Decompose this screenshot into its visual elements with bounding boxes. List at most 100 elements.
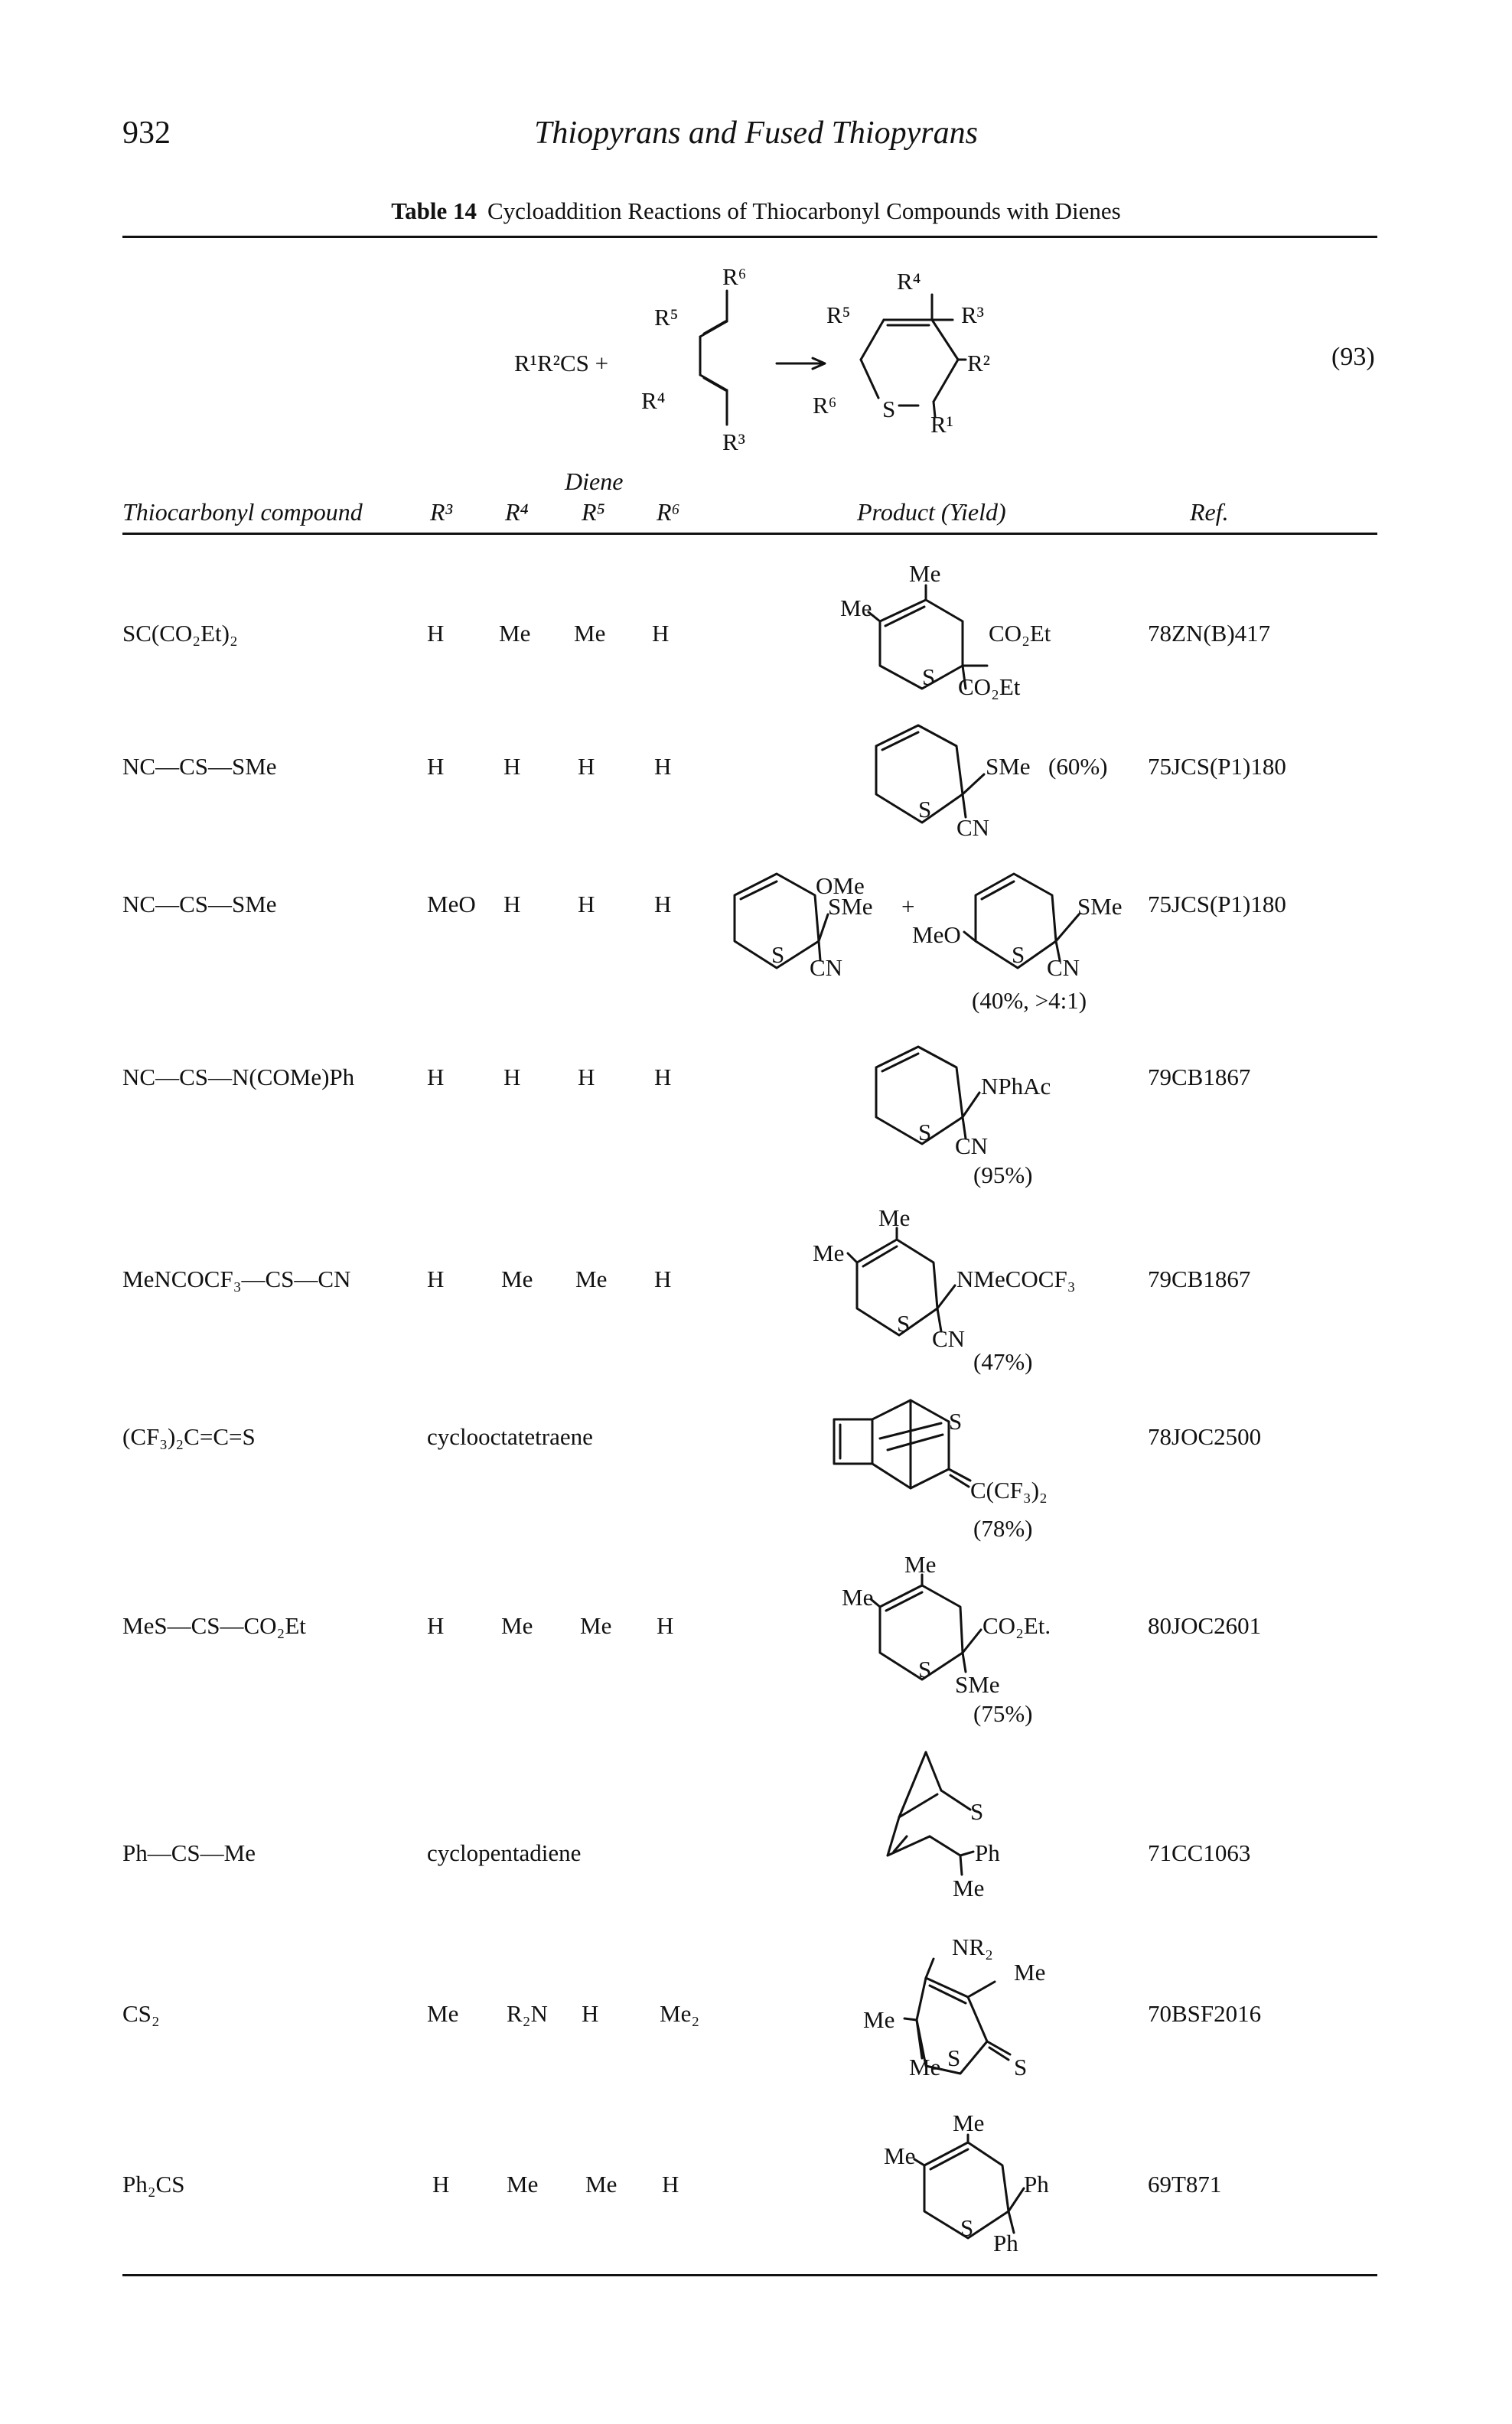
scheme-product-r5: R⁵ [826,301,850,328]
row-9-r4: R₂N [507,2000,548,2027]
row-3-ref: 75JCS(P1)180 [1148,891,1286,917]
scheme-reactant: R¹R²CS + [514,350,608,376]
scheme-diene-r5: R⁵ [654,304,678,331]
row-6-s: S [949,1408,962,1435]
row-2-ref: 75JCS(P1)180 [1148,753,1286,780]
row-1-r5: Me [574,620,605,647]
row-9-s-ring: S [947,2044,960,2071]
row-8-compound: Ph—CS—Me [122,1839,256,1866]
row-9-r6: Me₂ [660,2000,699,2027]
row-9-structure [903,1957,1012,2075]
row-4-r3: H [427,1064,444,1090]
row-1-structure [867,584,989,690]
row-2-r6: H [654,753,671,780]
row-6-structure [833,1399,972,1490]
row-1-me-top: Me [909,560,940,587]
row-1-ref: 78ZN(B)417 [1148,620,1270,647]
scheme-diene-r4: R⁴ [641,387,665,414]
row-10-me-left: Me [884,2142,915,2169]
row-3-ome: OMe [816,872,865,899]
row-9-r3: Me [427,2000,458,2027]
row-2-structure [875,724,986,824]
row-5-s: S [897,1310,910,1337]
row-10-me-top: Me [953,2110,984,2136]
row-8-diene: cyclopentadiene [427,1839,581,1866]
scheme-diene-structure [699,289,728,426]
col-r4: R⁴ [504,498,529,526]
scheme-product-r4: R⁴ [897,268,921,295]
row-4-r5: H [578,1064,595,1090]
row-10-ph-b: Ph [993,2230,1018,2256]
row-1-compound: SC(CO₂Et)₂ [122,620,238,647]
row-5-me-top: Me [878,1204,910,1231]
row-3-structure-b [963,872,1080,969]
col-r6: R⁶ [656,498,680,526]
row-2-r3: H [427,753,444,780]
row-3-r6: H [654,891,671,917]
row-7-yield: (75%) [973,1700,1032,1727]
row-7-ref: 80JOC2601 [1148,1612,1261,1639]
row-10-r5: Me [585,2171,617,2198]
header-rule [122,533,1377,535]
page-number: 932 [122,116,171,151]
scheme-product-r3: R³ [961,301,984,328]
row-8-me: Me [953,1875,984,1901]
row-1-r4: Me [499,620,530,647]
row-2-r5: H [578,753,595,780]
row-4-r4: H [503,1064,520,1090]
row-4-yield: (95%) [973,1162,1032,1188]
scheme-product-structure [859,293,967,419]
row-4-ref: 79CB1867 [1148,1064,1250,1090]
row-3-r3: MeO [427,891,476,917]
reaction-arrow [775,357,826,370]
row-4-s: S [918,1119,931,1145]
col-ref: Ref. [1189,498,1229,526]
row-2-cn: CN [956,814,989,841]
row-1-me-left: Me [840,595,872,621]
row-2-compound: NC—CS—SMe [122,753,277,780]
scheme-product-s: S [882,396,895,422]
row-5-yield: (47%) [973,1348,1032,1375]
row-5-structure [846,1227,956,1337]
row-9-me-left: Me [863,2006,894,2033]
row-5-ref: 79CB1867 [1148,1266,1250,1292]
row-5-compound: MeNCOCF₃—CS—CN [122,1266,350,1292]
row-7-r6: H [657,1612,673,1639]
row-3-meo: MeO [912,921,961,948]
scheme-product-r6: R⁶ [813,392,836,419]
row-8-s: S [970,1798,983,1825]
row-9-r5: H [582,2000,598,2027]
row-5-r4: Me [501,1266,533,1292]
row-9-compound: CS₂ [122,2000,160,2027]
row-7-r3: H [427,1612,444,1639]
row-4-cn: CN [955,1132,988,1159]
row-8-ph: Ph [975,1839,1000,1866]
row-7-co2et: CO₂Et. [982,1612,1051,1639]
row-2-s: S [918,796,931,823]
row-3-r5: H [578,891,595,917]
row-10-r3: H [432,2171,449,2198]
row-5-nmecocf3: NMeCOCF₃ [956,1266,1076,1292]
col-r5: R⁵ [581,498,605,526]
row-7-r5: Me [580,1612,611,1639]
row-3-yield: (40%, >4:1) [972,987,1087,1014]
row-4-compound: NC—CS—N(COMe)Ph [122,1064,355,1090]
row-6-ccf32: C(CF₃)₂ [970,1477,1048,1504]
top-rule [122,236,1377,238]
col-product: Product (Yield) [856,498,1006,526]
row-3-structure-a [733,872,829,969]
row-4-structure [875,1045,981,1145]
row-7-r4: Me [501,1612,533,1639]
scheme-product-r2: R² [967,350,990,376]
scheme-product-r1: R¹ [930,411,953,438]
row-6-diene: cyclooctatetraene [427,1423,593,1450]
row-10-structure [913,2133,1025,2240]
row-5-r3: H [427,1266,444,1292]
row-5-me-left: Me [813,1240,844,1266]
scheme-diene-r6: R⁶ [722,263,746,290]
row-3-s-a: S [771,941,784,968]
row-9-nr2: NR₂ [952,1934,993,1960]
row-7-me-left: Me [842,1584,873,1611]
row-4-nphac: NPhAc [981,1073,1051,1100]
row-7-structure [869,1573,982,1681]
